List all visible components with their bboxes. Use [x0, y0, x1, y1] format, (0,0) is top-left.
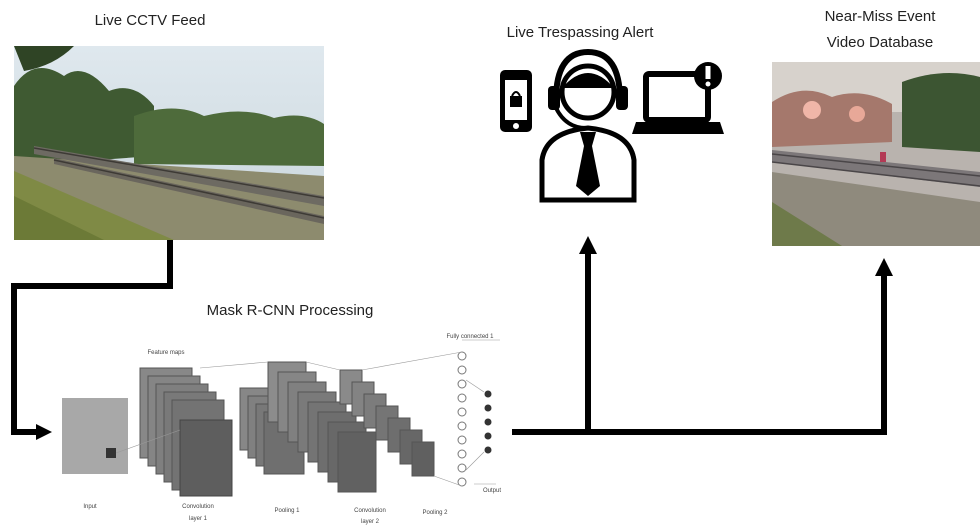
database-title-line2: Video Database	[826, 34, 934, 51]
cctv-feed-image	[14, 46, 324, 240]
database-arrowhead	[875, 258, 893, 276]
cctv-feed-title: Live CCTV Feed	[94, 12, 206, 29]
feed-to-processing-connector	[11, 240, 173, 435]
database-video-image	[772, 62, 980, 246]
cnn-label-output: Output	[482, 488, 501, 494]
cnn-fc-neurons	[457, 351, 467, 487]
phone-alert-icon	[500, 70, 532, 132]
cnn-conv1-stack	[139, 367, 233, 497]
cnn-label-pool1: Pooling 1	[274, 508, 300, 514]
cnn-label-input: Input	[83, 504, 97, 510]
cnn-output-neurons	[484, 390, 492, 454]
cnn-connection-lines	[115, 339, 500, 487]
processing-input-arrowhead	[36, 424, 52, 440]
cnn-label-feature-maps: Feature maps	[147, 350, 185, 356]
cnn-label-conv2b: layer 2	[360, 519, 379, 525]
cnn-label-fc: Fully connected 1	[446, 334, 494, 340]
cnn-input-square	[62, 398, 128, 474]
cnn-conv2-stack	[267, 361, 377, 493]
trespassing-alert-title: Live Trespassing Alert	[506, 24, 654, 41]
database-title-line1: Near-Miss Event	[824, 8, 936, 25]
processing-title: Mask R-CNN Processing	[206, 302, 374, 319]
operator-headset-icon	[539, 48, 637, 203]
laptop-alert-icon	[632, 62, 724, 134]
cnn-label-conv1: Convolution	[182, 504, 214, 510]
cnn-label-pool2: Pooling 2	[422, 510, 448, 516]
cnn-pool2-stack	[339, 369, 435, 477]
alert-arrowhead	[579, 236, 597, 254]
cnn-label-conv1b: layer 1	[188, 516, 207, 522]
cnn-label-conv2: Convolution	[354, 508, 386, 514]
